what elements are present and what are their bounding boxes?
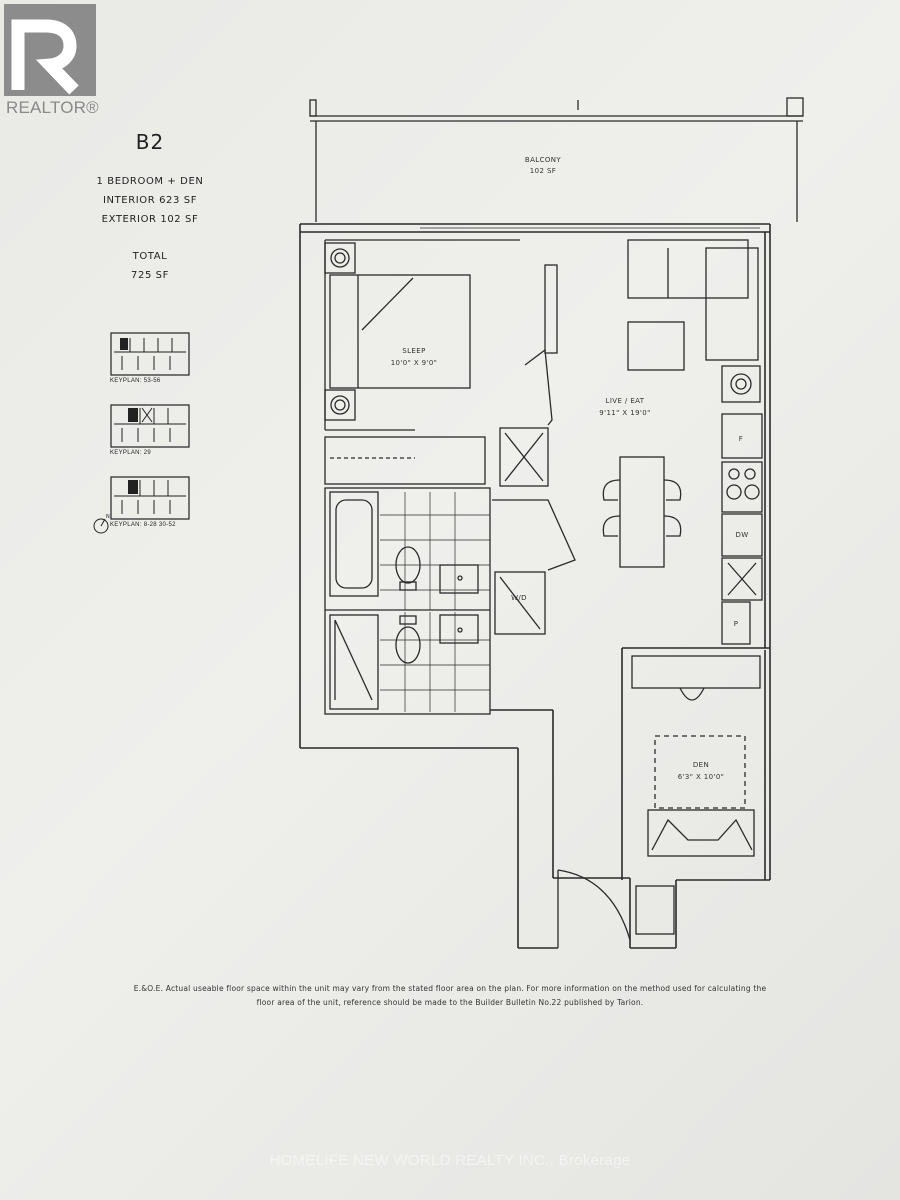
unit-type: 1 BEDROOM + DEN — [96, 176, 204, 187]
disclaimer-line-2: floor area of the unit, reference should… — [256, 998, 644, 1007]
keyplan-2-label: KEYPLAN: 29 — [110, 450, 151, 456]
unit-walls — [299, 223, 771, 949]
realtor-logo-mark — [4, 4, 96, 96]
live-eat-area — [602, 239, 759, 568]
unit-info: B2 1 BEDROOM + DEN INTERIOR 623 SF EXTER… — [80, 130, 220, 285]
keyplan-1-label: KEYPLAN: 53-56 — [110, 378, 161, 384]
disclaimer: E.&O.E. Actual useable floor space withi… — [110, 982, 790, 1010]
entry-door — [557, 869, 631, 948]
fridge-label: F — [739, 435, 743, 443]
unit-name: B2 — [135, 130, 165, 154]
keyplan-3: KEYPLAN: 8-28 30-52 — [110, 476, 190, 528]
washer-dryer-label: W/D — [511, 594, 527, 602]
room-labels: BALCONY 102 SF SLEEP 10'0" X 9'0" LIVE /… — [391, 156, 748, 781]
unit-total-value: 725 SF — [131, 270, 169, 281]
den-room — [631, 655, 761, 935]
floor-plan: BALCONY 102 SF SLEEP 10'0" X 9'0" LIVE /… — [299, 97, 804, 949]
balcony — [309, 97, 804, 222]
keyplan-3-label: KEYPLAN: 8-28 30-52 — [110, 522, 176, 528]
balcony-size: 102 SF — [530, 167, 556, 175]
sleep-label: SLEEP — [402, 347, 425, 355]
brokerage-watermark: HOMELIFE NEW WORLD REALTY INC., Brokerag… — [269, 1152, 631, 1169]
sleep-room — [324, 239, 558, 431]
unit-exterior: EXTERIOR 102 SF — [101, 214, 199, 225]
realtor-logo-text: REALTOR® — [6, 98, 99, 117]
balcony-label: BALCONY — [525, 156, 562, 164]
north-compass-icon: N — [92, 513, 112, 540]
pantry-label: P — [734, 620, 739, 628]
live-eat-label: LIVE / EAT — [606, 397, 645, 405]
den-size: 6'3" X 10'0" — [678, 773, 725, 781]
keyplan-2: KEYPLAN: 29 — [110, 404, 190, 456]
keyplan-1: KEYPLAN: 53-56 — [110, 332, 190, 384]
compass-label: N — [106, 514, 110, 520]
realtor-logo: REALTOR® — [0, 0, 110, 130]
den-label: DEN — [693, 761, 709, 769]
keyplans: KEYPLAN: 53-56 KEYPLAN: 29 KEYPLAN: 8-28… — [110, 332, 195, 548]
closet — [324, 436, 486, 485]
live-eat-size: 9'11" X 19'0" — [599, 409, 650, 417]
laundry-area — [492, 427, 576, 635]
dishwasher-label: DW — [735, 531, 748, 539]
sleep-size: 10'0" X 9'0" — [391, 359, 438, 367]
unit-interior: INTERIOR 623 SF — [102, 195, 198, 206]
kitchen — [721, 365, 763, 645]
bathroom — [324, 487, 491, 715]
unit-total-label: TOTAL — [132, 251, 168, 262]
disclaimer-line-1: E.&O.E. Actual useable floor space withi… — [133, 984, 767, 993]
